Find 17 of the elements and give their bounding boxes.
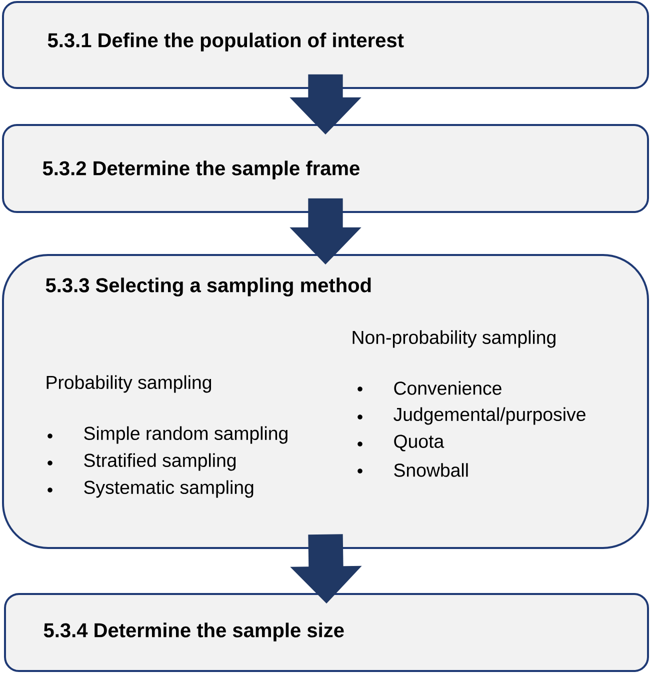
step-box [2,124,649,213]
step-box [2,1,649,89]
bullet-item: Convenience [358,381,502,395]
bullet-item: Quota [358,434,444,452]
bullet-item: Systematic sampling [48,480,254,498]
list-heading: Probability sampling [46,375,212,393]
step-title: 5.3.2 Determine the sample frame [42,160,360,180]
list-heading: Non-probability sampling [352,330,556,348]
step-box [4,593,649,672]
bullet-item: Stratified sampling [48,453,236,471]
bullet-item: Snowball [358,463,468,477]
step-title: 5.3.3 Selecting a sampling method [46,278,371,296]
bullet-item: Simple random sampling [48,426,288,444]
step-box [2,254,649,549]
bullet-item: Judgemental/purposive [358,407,586,425]
step-title: 5.3.1 Define the population of interest [48,32,404,52]
step-title: 5.3.4 Determine the sample size [44,622,344,642]
